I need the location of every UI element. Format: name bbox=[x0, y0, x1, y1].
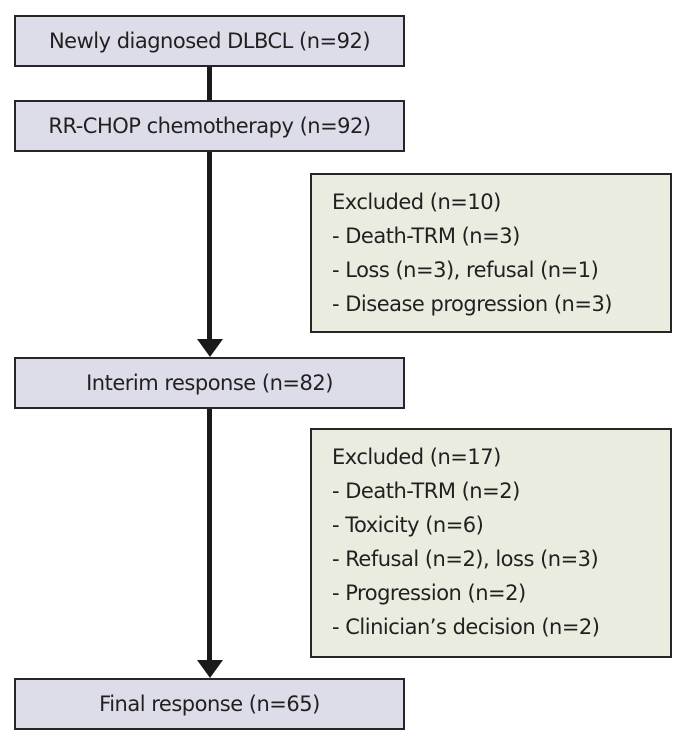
exclusion-item: - Clinician’s decision (n=2) bbox=[332, 615, 600, 639]
flow-box-label: RR-CHOP chemotherapy (n=92) bbox=[48, 114, 371, 138]
connector-line bbox=[207, 409, 212, 661]
exclusion-item: - Refusal (n=2), loss (n=3) bbox=[332, 547, 599, 571]
connector-line bbox=[207, 67, 212, 100]
arrow-down-icon bbox=[197, 660, 223, 678]
arrow-down-icon bbox=[197, 339, 223, 357]
flow-box-interim-response: Interim response (n=82) bbox=[14, 357, 405, 409]
flow-box-label: Interim response (n=82) bbox=[86, 371, 333, 395]
flow-box-label: Final response (n=65) bbox=[99, 692, 320, 716]
flow-box-newly-diagnosed: Newly diagnosed DLBCL (n=92) bbox=[14, 15, 405, 67]
exclusion-item: - Progression (n=2) bbox=[332, 581, 526, 605]
flow-box-label: Newly diagnosed DLBCL (n=92) bbox=[48, 29, 371, 53]
exclusion-item: - Death-TRM (n=2) bbox=[332, 479, 520, 503]
flow-box-final-response: Final response (n=65) bbox=[14, 678, 405, 730]
exclusion-title: Excluded (n=17) bbox=[332, 445, 501, 469]
exclusion-box-final: Excluded (n=17) - Death-TRM (n=2) - Toxi… bbox=[310, 428, 672, 658]
exclusion-item: - Toxicity (n=6) bbox=[332, 513, 484, 537]
exclusion-item: - Loss (n=3), refusal (n=1) bbox=[332, 258, 599, 282]
exclusion-item: - Disease progression (n=3) bbox=[332, 292, 613, 316]
connector-line bbox=[207, 152, 212, 340]
exclusion-item: - Death-TRM (n=3) bbox=[332, 224, 520, 248]
exclusion-title: Excluded (n=10) bbox=[332, 190, 501, 214]
exclusion-box-interim: Excluded (n=10) - Death-TRM (n=3) - Loss… bbox=[310, 173, 672, 333]
flow-box-chemotherapy: RR-CHOP chemotherapy (n=92) bbox=[14, 100, 405, 152]
